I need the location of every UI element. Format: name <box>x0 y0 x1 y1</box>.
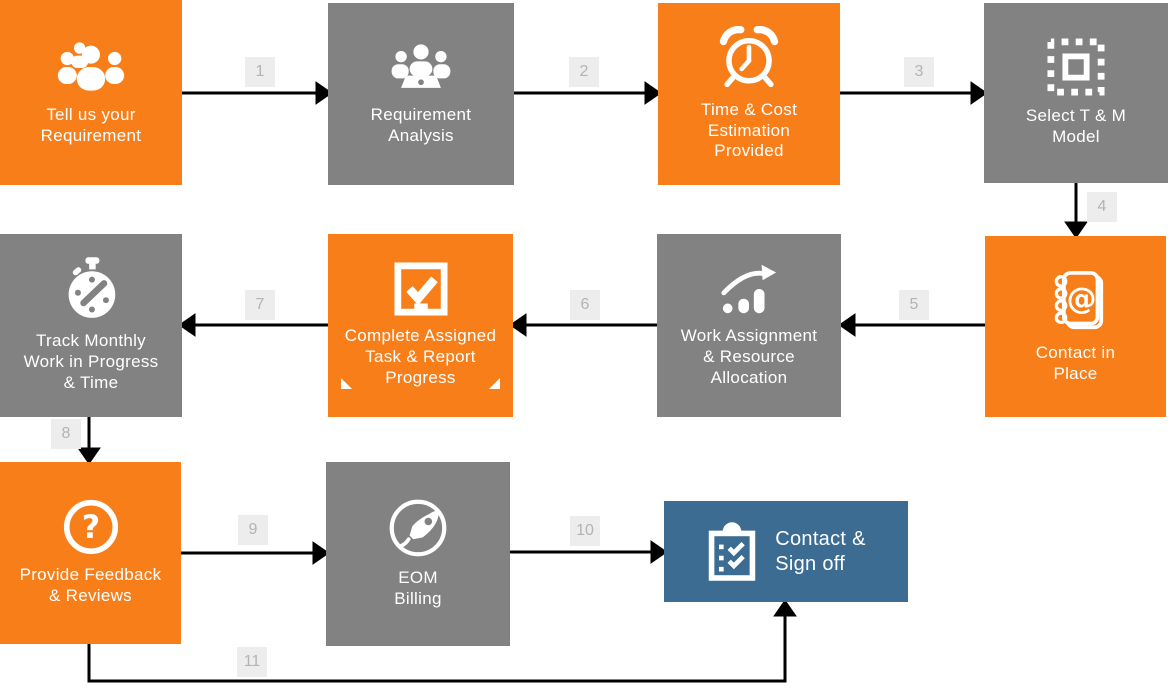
connector-badge-8: 8 <box>51 419 81 449</box>
corner-triangle-left-icon <box>341 378 352 389</box>
people-group-icon <box>55 39 127 95</box>
connector-badge-11: 11 <box>237 647 267 677</box>
contact-book-icon: @ <box>1047 269 1105 333</box>
step-complete-assigned-task-report-progress: Complete Assigned Task & Report Progress <box>328 234 513 417</box>
step-provide-feedback-reviews: ? Provide Feedback & Reviews <box>0 462 181 644</box>
step-label: Complete Assigned Task & Report Progress <box>344 326 497 387</box>
step-label: Select T & M Model <box>1025 106 1127 146</box>
step-requirement-analysis: Requirement Analysis <box>328 3 514 185</box>
svg-text:?: ? <box>81 510 99 546</box>
step-label: Provide Feedback & Reviews <box>19 565 162 605</box>
connector-4-arrowhead-icon <box>1064 221 1088 239</box>
step-tell-us-your-requirement: Tell us your Requirement <box>0 0 182 185</box>
connector-6-arrowhead-icon <box>509 313 527 337</box>
step-label: Work Assignment & Resource Allocation <box>680 326 818 387</box>
connector-11-arrowhead-icon <box>773 599 797 617</box>
connector-badge-7: 7 <box>245 290 275 320</box>
question-circle-icon: ? <box>63 499 119 555</box>
stopwatch-icon <box>63 257 119 321</box>
connector-badge-4: 4 <box>1087 192 1117 222</box>
step-eom-billing: EOM Billing <box>326 462 510 646</box>
connector-badge-2: 2 <box>569 57 599 87</box>
connector-8-arrowhead-icon <box>77 447 101 465</box>
step-select-t-and-m-model: Select T & M Model <box>984 3 1168 183</box>
team-laptop-icon <box>385 41 457 95</box>
step-contact-in-place: @ Contact in Place <box>985 236 1166 417</box>
select-model-icon <box>1047 38 1105 96</box>
connector-badge-9: 9 <box>238 515 268 545</box>
step-label: Track Monthly Work in Progress & Time <box>23 331 159 392</box>
step-label: Tell us your Requirement <box>40 104 142 145</box>
connector-badge-1: 1 <box>245 57 275 87</box>
rocket-icon <box>388 498 448 558</box>
connector-badge-10: 10 <box>570 516 600 546</box>
step-track-monthly-work-in-progress-time: Track Monthly Work in Progress & Time <box>0 234 182 417</box>
alarm-clock-icon <box>718 25 780 90</box>
svg-text:@: @ <box>1066 281 1096 316</box>
connector-badge-5: 5 <box>899 290 929 320</box>
step-label: Requirement Analysis <box>370 105 472 145</box>
connector-badge-3: 3 <box>904 57 934 87</box>
step-time-cost-estimation-provided: Time & Cost Estimation Provided <box>658 3 840 185</box>
growth-chart-icon <box>718 262 780 316</box>
step-contact-sign-off: Contact & Sign off <box>664 501 908 602</box>
corner-triangle-right-icon <box>489 378 500 389</box>
checkbox-icon <box>393 262 448 316</box>
connector-7-arrowhead-icon <box>178 313 196 337</box>
step-label: EOM Billing <box>394 568 442 608</box>
step-work-assignment-resource-allocation: Work Assignment & Resource Allocation <box>657 234 841 417</box>
step-label: Contact & Sign off <box>775 527 866 575</box>
step-label: Contact in Place <box>1035 342 1116 383</box>
connector-5-arrowhead-icon <box>838 313 856 337</box>
connector-badge-6: 6 <box>570 290 600 320</box>
step-label: Time & Cost Estimation Provided <box>700 99 798 161</box>
clipboard-check-icon <box>706 521 758 582</box>
